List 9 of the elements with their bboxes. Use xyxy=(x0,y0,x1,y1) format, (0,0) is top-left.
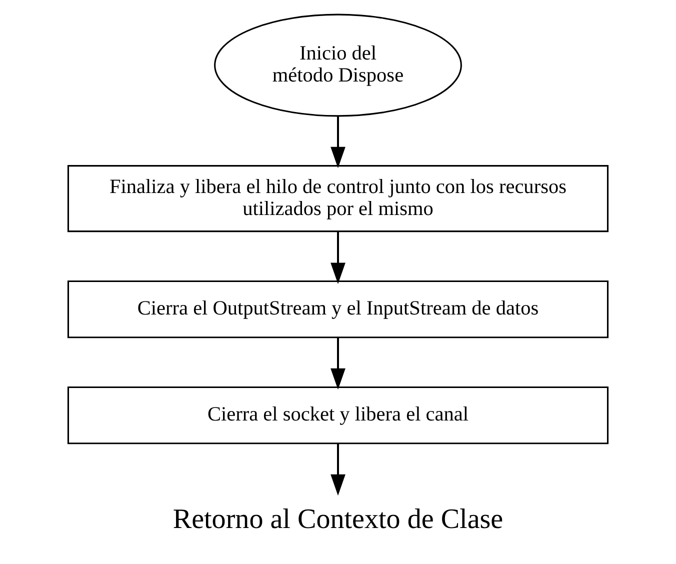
node-text: Retorno al Contexto de Clase xyxy=(172,504,504,536)
node-box: Cierra el OutputStream y el InputStream de datos xyxy=(67,280,609,338)
node-box: Cierra el socket y libera el canal xyxy=(67,386,609,444)
node-box: Finaliza y libera el hilo de control junto con los recursos utilizados por el mismo xyxy=(67,165,609,232)
arrow xyxy=(330,444,346,496)
arrow xyxy=(330,116,346,168)
arrow xyxy=(330,338,346,390)
node-ellipse: Inicio del método Dispose xyxy=(214,14,462,117)
arrow xyxy=(330,232,346,284)
